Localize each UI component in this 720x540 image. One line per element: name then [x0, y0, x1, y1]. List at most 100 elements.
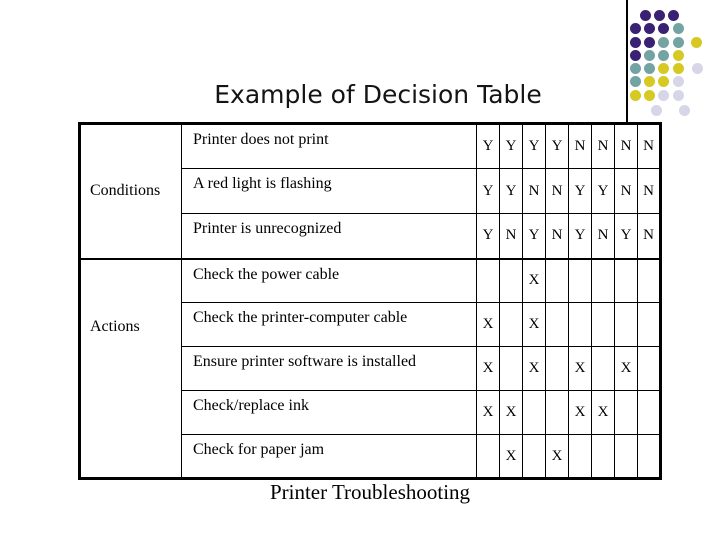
lavender-dot-icon: [678, 104, 690, 116]
rule-cell: Y: [568, 213, 592, 259]
row-description: Check the printer-computer cable: [181, 302, 477, 347]
rule-cell: [476, 434, 500, 479]
rule-cell: [637, 390, 661, 435]
section-label-conditions: Conditions: [79, 123, 182, 259]
rule-cell: N: [637, 213, 661, 259]
rule-cell: N: [637, 123, 661, 169]
teal-dot-icon: [657, 36, 669, 48]
rule-cell: [545, 302, 569, 347]
teal-dot-icon: [672, 22, 684, 34]
section-label-actions: Actions: [79, 257, 182, 479]
yellow-dot-icon: [690, 36, 702, 48]
row-description: Ensure printer software is installed: [181, 346, 477, 391]
rule-cell: N: [637, 168, 661, 214]
row-description: A red light is flashing: [181, 168, 477, 214]
lavender-dot-icon: [650, 104, 662, 116]
rule-cell: Y: [476, 123, 500, 169]
rule-cell: [591, 257, 615, 303]
rule-cell: Y: [591, 168, 615, 214]
dots-decoration: [0, 0, 720, 130]
rule-cell: Y: [522, 123, 546, 169]
slide-title: Example of Decision Table: [214, 80, 542, 109]
teal-dot-icon: [672, 36, 684, 48]
row-description: Check/replace ink: [181, 390, 477, 435]
rule-cell: [568, 257, 592, 303]
rule-cell: N: [499, 213, 523, 259]
rule-cell: [637, 302, 661, 347]
rule-cell: [499, 257, 523, 303]
rule-cell: X: [476, 390, 500, 435]
rule-cell: X: [568, 346, 592, 391]
rule-cell: Y: [614, 213, 638, 259]
rule-cell: [545, 346, 569, 391]
purple-dot-icon: [629, 49, 641, 61]
rule-cell: N: [591, 213, 615, 259]
rule-cell: [637, 346, 661, 391]
rule-cell: [568, 302, 592, 347]
purple-dot-icon: [653, 9, 665, 21]
rule-cell: [591, 434, 615, 479]
rule-cell: [522, 434, 546, 479]
rule-cell: [545, 257, 569, 303]
purple-dot-icon: [657, 22, 669, 34]
rule-cell: [522, 390, 546, 435]
yellow-dot-icon: [643, 75, 655, 87]
vertical-accent-line: [626, 0, 628, 131]
rule-cell: X: [545, 434, 569, 479]
rule-cell: [499, 346, 523, 391]
rule-cell: X: [476, 346, 500, 391]
rule-cell: [568, 434, 592, 479]
row-description: Check for paper jam: [181, 434, 477, 479]
lavender-dot-icon: [657, 89, 669, 101]
rule-cell: Y: [499, 123, 523, 169]
table-caption: Printer Troubleshooting: [269, 480, 471, 504]
purple-dot-icon: [667, 9, 679, 21]
rule-cell: X: [522, 346, 546, 391]
rule-cell: N: [568, 123, 592, 169]
rule-cell: X: [522, 302, 546, 347]
yellow-dot-icon: [672, 49, 684, 61]
row-description: Printer is unrecognized: [181, 213, 477, 259]
rule-cell: N: [614, 168, 638, 214]
row-description: Check the power cable: [181, 257, 477, 303]
yellow-dot-icon: [657, 75, 669, 87]
rule-cell: [545, 390, 569, 435]
yellow-dot-icon: [657, 62, 669, 74]
purple-dot-icon: [629, 36, 641, 48]
rule-cell: Y: [522, 213, 546, 259]
rule-cell: N: [614, 123, 638, 169]
rule-cell: [614, 257, 638, 303]
rule-cell: [476, 257, 500, 303]
rule-cell: [614, 434, 638, 479]
teal-dot-icon: [629, 75, 641, 87]
purple-dot-icon: [643, 22, 655, 34]
rule-cell: X: [522, 257, 546, 303]
rule-cell: N: [545, 168, 569, 214]
rule-cell: [591, 346, 615, 391]
teal-dot-icon: [643, 62, 655, 74]
teal-dot-icon: [643, 49, 655, 61]
purple-dot-icon: [643, 36, 655, 48]
rule-cell: X: [568, 390, 592, 435]
rule-cell: N: [591, 123, 615, 169]
yellow-dot-icon: [672, 62, 684, 74]
rule-cell: [591, 302, 615, 347]
rule-cell: Y: [545, 123, 569, 169]
rule-cell: Y: [476, 168, 500, 214]
purple-dot-icon: [639, 9, 651, 21]
rule-cell: [614, 390, 638, 435]
rule-cell: N: [522, 168, 546, 214]
rule-cell: Y: [476, 213, 500, 259]
rule-cell: X: [614, 346, 638, 391]
rule-cell: X: [499, 390, 523, 435]
lavender-dot-icon: [691, 62, 703, 74]
rule-cell: Y: [499, 168, 523, 214]
yellow-dot-icon: [629, 89, 641, 101]
